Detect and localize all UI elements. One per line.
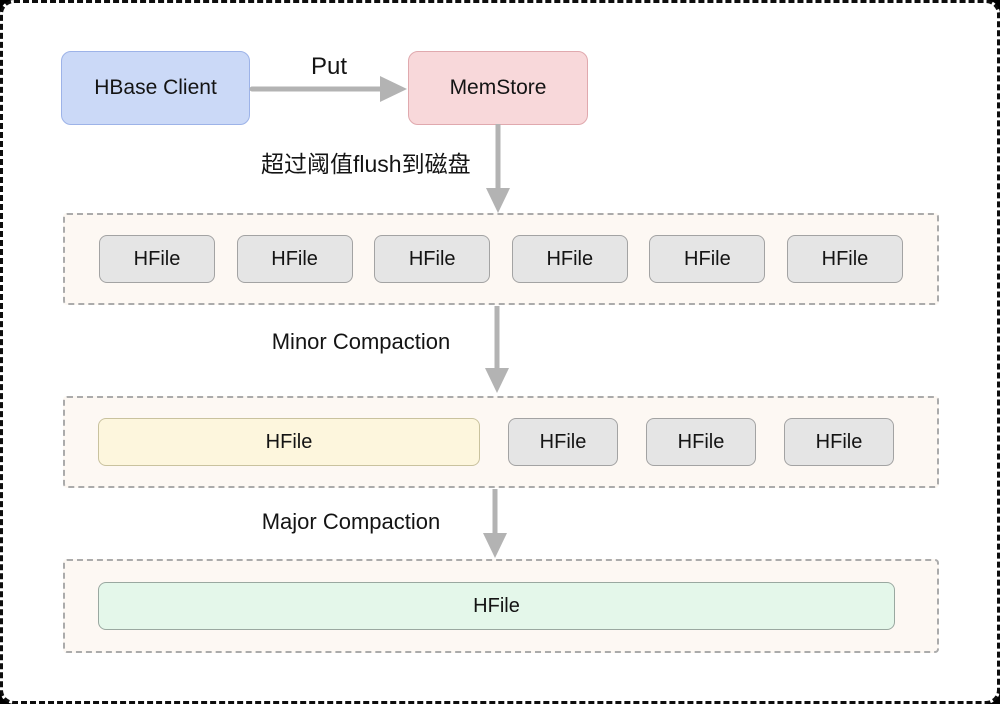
hfile-label: HFile: [133, 247, 181, 270]
hfile-label: HFile: [821, 247, 869, 270]
hfile-label: HFile: [408, 247, 456, 270]
hfile-row-flushed: HFile HFile HFile HFile HFile HFile: [63, 213, 939, 305]
flush-edge-label: 超过阈值flush到磁盘: [261, 151, 471, 177]
hfile-box: HFile: [649, 235, 766, 283]
major-compaction-label: Major Compaction: [261, 509, 441, 534]
hfile-row-major-compacted: HFile: [63, 559, 939, 653]
merged-hfile-major-box: HFile: [98, 582, 895, 630]
hfile-label: HFile: [684, 247, 731, 270]
hfile-label: HFile: [815, 430, 863, 453]
put-arrow-right-icon: [249, 76, 407, 102]
merged-hfile-minor-box: HFile: [98, 418, 480, 466]
hfile-box: HFile: [511, 235, 628, 283]
put-edge-label: Put: [310, 53, 348, 80]
hfile-box: HFile: [374, 235, 491, 283]
major-compaction-arrow-down-icon: [483, 489, 507, 558]
hfile-label: HFile: [546, 247, 594, 270]
hfile-label: HFile: [265, 430, 313, 453]
hbase-client-label: HBase Client: [94, 76, 217, 99]
hfile-row-minor-compacted: HFile HFile HFile HFile: [63, 396, 939, 488]
memstore-node: MemStore: [408, 51, 588, 125]
flush-arrow-down-icon: [486, 124, 510, 213]
hfile-box: HFile: [99, 235, 215, 283]
minor-compaction-arrow-down-icon: [485, 306, 509, 393]
memstore-label: MemStore: [449, 76, 547, 99]
hfile-label: HFile: [271, 247, 318, 270]
hfile-label: HFile: [539, 430, 587, 453]
hfile-label: HFile: [677, 430, 725, 453]
minor-compaction-label: Minor Compaction: [271, 329, 451, 354]
hfile-box: HFile: [784, 418, 894, 466]
hfile-box: HFile: [236, 235, 353, 283]
hfile-box: HFile: [508, 418, 618, 466]
hfile-box: HFile: [646, 418, 756, 466]
hfile-label: HFile: [473, 594, 520, 617]
hfile-box: HFile: [786, 235, 903, 283]
hbase-client-node: HBase Client: [61, 51, 250, 125]
